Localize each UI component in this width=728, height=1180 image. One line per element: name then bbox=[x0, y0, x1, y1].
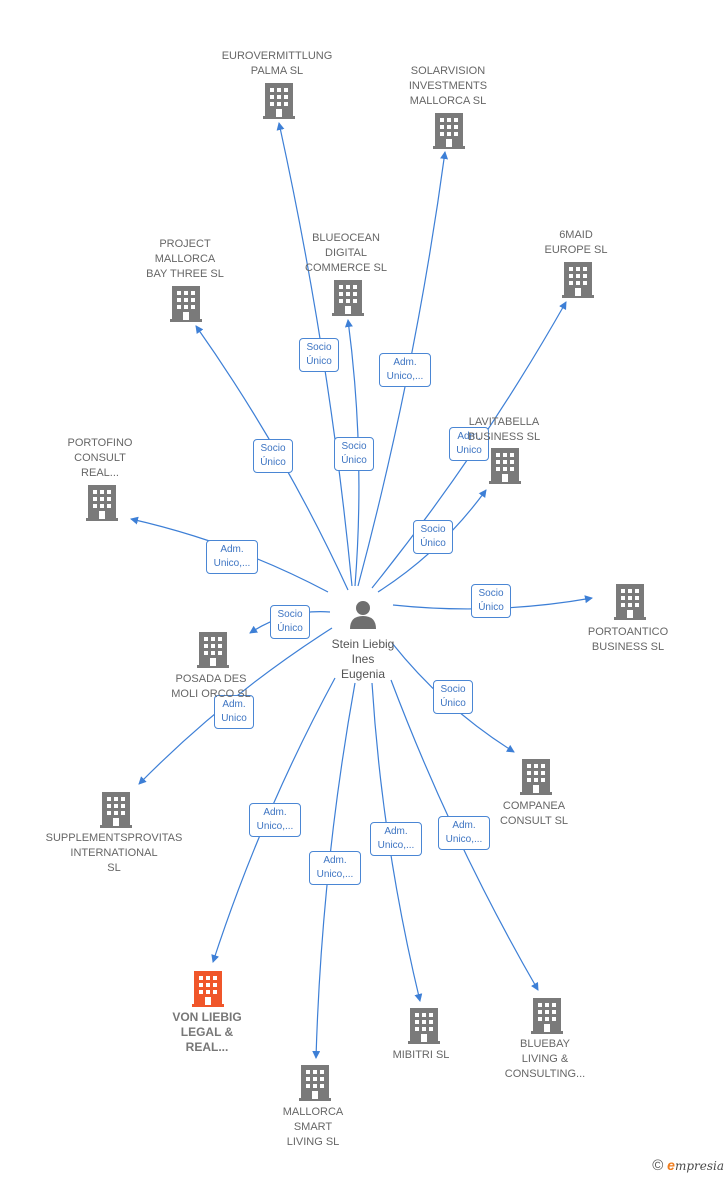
company-name-blueocean[interactable]: BLUEOCEAN DIGITAL COMMERCE SL bbox=[305, 232, 387, 274]
building-icon[interactable] bbox=[332, 280, 364, 316]
company-name-project[interactable]: PROJECT MALLORCA BAY THREE SL bbox=[146, 238, 224, 280]
copyright-icon: © bbox=[652, 1157, 664, 1174]
company-name-eurovermittlung[interactable]: EUROVERMITTLUNG PALMA SL bbox=[221, 50, 333, 77]
relation-label-posada[interactable]: Socio Único bbox=[270, 605, 310, 639]
building-icon[interactable] bbox=[433, 113, 465, 149]
company-name-portofino[interactable]: PORTOFINO CONSULT REAL... bbox=[67, 437, 133, 479]
person-name[interactable]: Stein Liebig Ines Eugenia bbox=[331, 637, 395, 681]
company-name-mibitri[interactable]: MIBITRI SL bbox=[392, 1049, 450, 1061]
building-icon[interactable] bbox=[531, 998, 563, 1034]
relation-label-lavitabella[interactable]: Socio Único bbox=[413, 520, 453, 554]
company-name-solarvision[interactable]: SOLARVISION INVESTMENTS MALLORCA SL bbox=[408, 65, 488, 107]
relation-label-portoantico[interactable]: Socio Único bbox=[471, 584, 511, 618]
relation-label-blueocean[interactable]: Socio Único bbox=[334, 437, 374, 471]
relation-label-vonliebig[interactable]: Adm. Unico,... bbox=[249, 803, 301, 837]
building-icon[interactable] bbox=[299, 1065, 331, 1101]
relation-label-mibitri[interactable]: Adm. Unico,... bbox=[370, 822, 422, 856]
company-name-posada[interactable]: POSADA DES MOLI ORCO SL bbox=[171, 673, 251, 700]
brand-logo-text: mpresia bbox=[674, 1159, 724, 1173]
company-name-companea[interactable]: COMPANEA CONSULT SL bbox=[499, 800, 569, 827]
company-name-supplements[interactable]: SUPPLEMENTSPROVITAS INTERNATIONAL SL bbox=[45, 832, 183, 874]
company-name-6maid[interactable]: 6MAID EUROPE SL bbox=[544, 229, 608, 256]
node-layer bbox=[86, 83, 646, 1101]
building-icon[interactable] bbox=[520, 759, 552, 795]
relation-label-eurovermittlung[interactable]: Socio Único bbox=[299, 338, 339, 372]
relation-label-portofino[interactable]: Adm. Unico,... bbox=[206, 540, 258, 574]
relation-label-supplements[interactable]: Adm. Unico bbox=[214, 695, 254, 729]
relation-label-mallorcasmart[interactable]: Adm. Unico,... bbox=[309, 851, 361, 885]
brand-logo-letter: e bbox=[667, 1157, 675, 1173]
relation-label-6maid[interactable]: Adm. Unico bbox=[449, 427, 489, 461]
company-name-bluebay[interactable]: BLUEBAY LIVING & CONSULTING... bbox=[504, 1038, 586, 1080]
relation-label-solarvision[interactable]: Adm. Unico,... bbox=[379, 353, 431, 387]
building-icon[interactable] bbox=[197, 632, 229, 668]
building-icon[interactable] bbox=[100, 792, 132, 828]
empresia-watermark: © empresia bbox=[652, 1157, 724, 1174]
building-icon[interactable] bbox=[562, 262, 594, 298]
building-icon[interactable] bbox=[170, 286, 202, 322]
relation-label-bluebay[interactable]: Adm. Unico,... bbox=[438, 816, 490, 850]
company-name-lavitabella[interactable]: LAVITABELLA BUSINESS SL bbox=[467, 416, 541, 443]
company-name-vonliebig[interactable]: VON LIEBIG LEGAL & REAL... bbox=[172, 1010, 242, 1054]
building-icon[interactable] bbox=[408, 1008, 440, 1044]
relation-label-project[interactable]: Socio Único bbox=[253, 439, 293, 473]
building-icon[interactable] bbox=[192, 971, 224, 1007]
building-icon[interactable] bbox=[86, 485, 118, 521]
person-icon[interactable] bbox=[350, 601, 376, 629]
building-icon[interactable] bbox=[489, 448, 521, 484]
company-name-portoantico[interactable]: PORTOANTICO BUSINESS SL bbox=[587, 626, 669, 653]
building-icon[interactable] bbox=[614, 584, 646, 620]
relation-label-companea[interactable]: Socio Único bbox=[433, 680, 473, 714]
company-name-mallorcasmart[interactable]: MALLORCA SMART LIVING SL bbox=[282, 1106, 344, 1148]
building-icon[interactable] bbox=[263, 83, 295, 119]
